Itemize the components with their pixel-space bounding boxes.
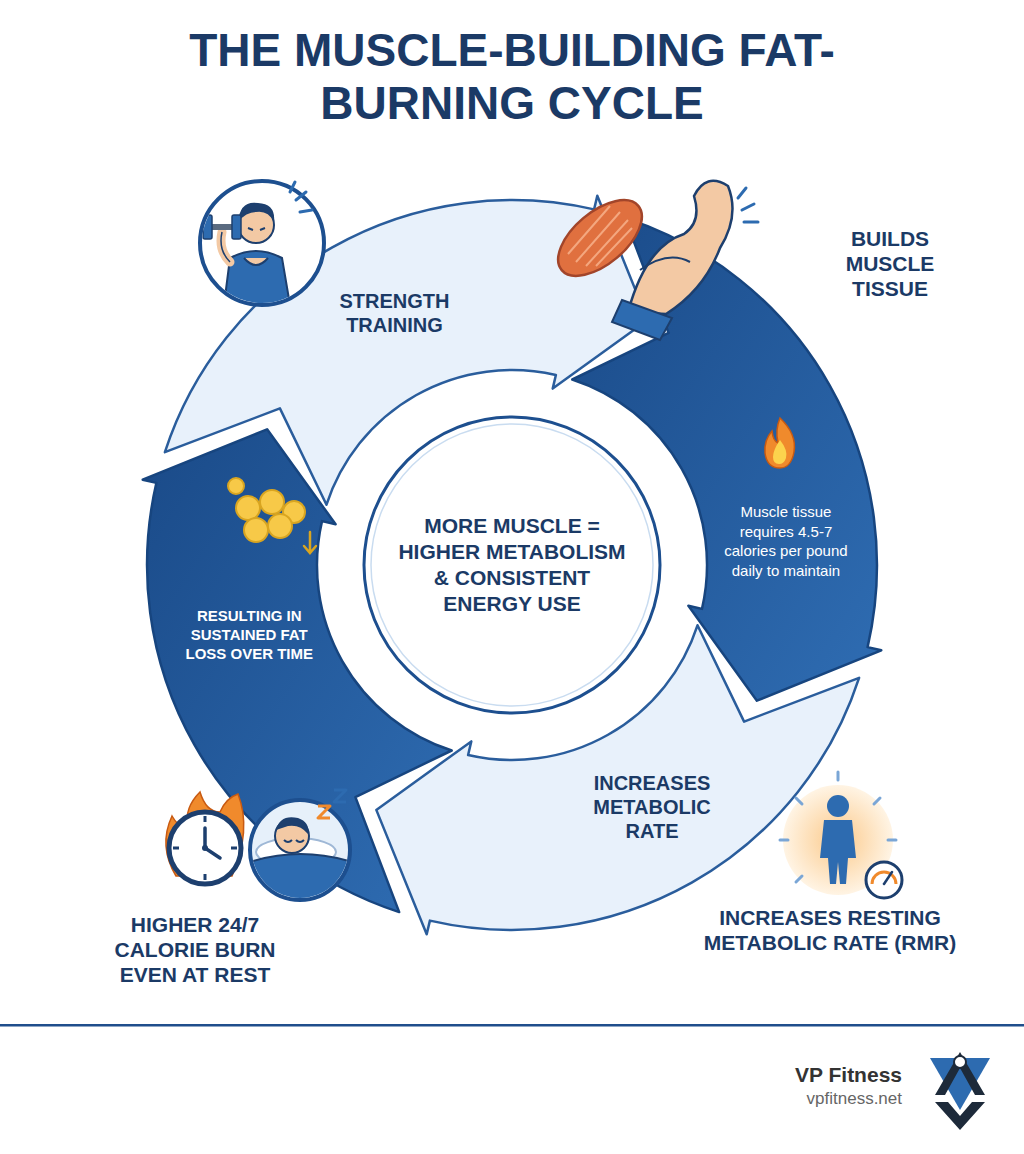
brand-logo [930, 1058, 990, 1110]
clock-flame-icon [166, 792, 244, 884]
strength-figure [248, 228, 265, 230]
strength-figure [244, 258, 268, 265]
step-text: MORE MUSCLE = HIGHER METABOLISM & CONSIS… [392, 513, 632, 618]
clock-flame-icon [202, 845, 208, 851]
circle-outline [364, 417, 660, 713]
resting-person-icon [827, 795, 849, 817]
footer-rule [0, 1024, 1024, 1027]
arrow-shape [563, 200, 899, 757]
strength-figure [207, 224, 237, 230]
resting-person-icon [820, 820, 856, 884]
brand-name: VP Fitness [700, 1062, 902, 1087]
step-caption: INCREASES RESTING METABOLIC RATE (RMR) [670, 905, 990, 955]
brand-url: vpfitness.net [700, 1089, 902, 1109]
clock-flame-icon [173, 816, 237, 880]
cycle-arrow: Muscle tissue requires 4.5-7 calories pe… [563, 200, 899, 757]
step-caption: BUILDS MUSCLE TISSUE [816, 226, 964, 302]
resting-person-icon [872, 872, 896, 884]
circle-shape [362, 415, 662, 715]
resting-person-icon [884, 872, 892, 884]
clock-flame-icon [169, 812, 241, 884]
resting-person-icon [866, 862, 902, 898]
resting-person-icon [783, 785, 893, 895]
brand-logo [954, 1056, 966, 1068]
step-text: Muscle tissue requires 4.5-7 calories pe… [716, 502, 856, 580]
strength-figure [238, 207, 274, 243]
arrow-shape [147, 182, 704, 518]
cycle-arrow: STRENGTH TRAINING [147, 182, 704, 518]
step-text: RESULTING IN SUSTAINED FAT LOSS OVER TIM… [181, 607, 317, 663]
brand-logo [930, 1052, 990, 1130]
step-text: INCREASES METABOLIC RATE [572, 771, 732, 843]
cycle-arrow: INCREASES METABOLIC RATE [324, 616, 881, 952]
step-text: STRENGTH TRAINING [320, 289, 470, 337]
brand-logo [935, 1102, 985, 1130]
strength-figure [238, 203, 274, 222]
cycle-arrow: RESULTING IN SUSTAINED FAT LOSS OVER TIM… [129, 377, 465, 934]
circle-inner-ring [371, 424, 653, 706]
strength-figure [221, 232, 230, 262]
step-caption: HIGHER 24/7 CALORIE BURN EVEN AT REST [92, 912, 298, 988]
strength-icon [290, 182, 312, 212]
strength-figure [203, 215, 212, 239]
strength-figure [232, 215, 241, 239]
brand-logo [935, 1052, 985, 1095]
strength-figure [221, 232, 230, 262]
muscle-arm-icon [738, 188, 758, 222]
clock-flame-icon [166, 792, 244, 876]
diagram-title: THE MUSCLE-BUILDING FAT-BURNING CYCLE [112, 24, 912, 130]
center-circle: MORE MUSCLE = HIGHER METABOLISM & CONSIS… [362, 415, 662, 715]
footer-rule [0, 1024, 1024, 1027]
clock-flame-icon [205, 828, 220, 858]
